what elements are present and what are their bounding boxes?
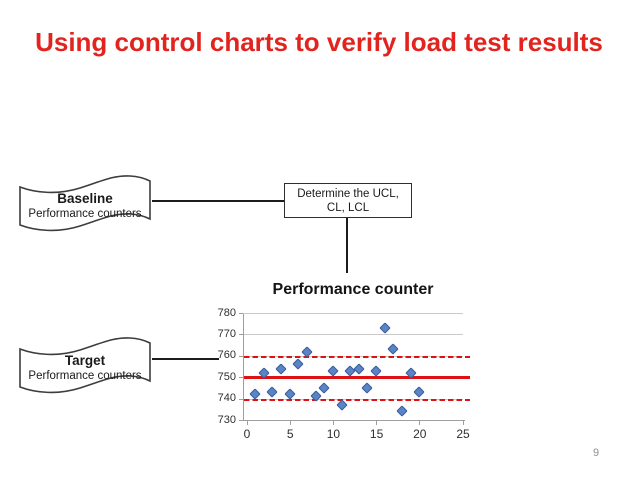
data-point xyxy=(396,405,408,418)
y-tick-label: 760 xyxy=(217,349,236,362)
control-limit-line-ucl xyxy=(244,356,470,359)
page-number: 9 xyxy=(592,447,600,459)
gridline xyxy=(243,355,463,357)
connector-baseline-to-process xyxy=(152,200,284,202)
x-tick xyxy=(462,420,464,425)
data-point xyxy=(370,365,382,377)
x-tick-label: 20 xyxy=(413,426,427,441)
target-shape: Target Performance counters xyxy=(18,333,152,396)
y-tick-label: 740 xyxy=(217,392,236,405)
data-point xyxy=(379,322,391,334)
x-tick-label: 5 xyxy=(286,426,294,441)
data-point xyxy=(327,365,339,377)
gridline xyxy=(243,313,463,314)
connector-process-to-chart xyxy=(346,218,348,273)
baseline-shape: Baseline Performance counters xyxy=(18,171,152,234)
y-axis xyxy=(243,313,244,421)
data-point xyxy=(335,399,348,411)
baseline-title: Baseline xyxy=(57,190,113,206)
y-tick xyxy=(239,398,243,400)
data-point xyxy=(318,382,330,394)
y-tick-label: 750 xyxy=(217,370,236,383)
target-subtitle: Performance counters xyxy=(28,369,142,382)
process-box: Determine the UCL, CL, LCL xyxy=(284,183,412,218)
x-tick xyxy=(376,420,378,425)
y-tick xyxy=(239,334,243,336)
data-point xyxy=(275,362,287,375)
y-tick xyxy=(239,377,243,379)
x-tick-label: 25 xyxy=(456,426,470,441)
data-point xyxy=(292,358,304,371)
data-point xyxy=(413,386,425,398)
data-point xyxy=(353,362,365,375)
data-point xyxy=(361,382,374,394)
x-tick-label: 0 xyxy=(243,426,251,441)
process-box-label: Determine the UCL, CL, LCL xyxy=(297,187,399,214)
slide-title: Using control charts to verify load test… xyxy=(35,27,603,57)
y-tick-label: 730 xyxy=(217,413,236,426)
x-tick xyxy=(332,420,334,425)
y-tick xyxy=(239,355,243,357)
x-axis xyxy=(243,420,465,421)
connector-target-to-chart xyxy=(152,358,219,360)
chart-title: Performance counter xyxy=(272,281,434,298)
x-tick-label: 15 xyxy=(369,426,384,441)
target-title: Target xyxy=(64,352,106,368)
x-tick xyxy=(419,420,421,425)
x-tick xyxy=(289,420,291,425)
baseline-shape-text: Baseline Performance counters xyxy=(18,171,152,234)
data-point xyxy=(387,343,400,356)
gridline xyxy=(243,334,463,336)
y-tick-label: 770 xyxy=(217,327,236,340)
target-shape-text: Target Performance counters xyxy=(18,333,152,396)
baseline-subtitle: Performance counters xyxy=(28,207,142,220)
x-tick xyxy=(246,420,248,425)
x-tick-label: 10 xyxy=(326,426,341,441)
y-tick-label: 780 xyxy=(217,306,236,319)
y-tick xyxy=(239,313,243,314)
data-point xyxy=(266,386,279,398)
wave-shape-outline xyxy=(19,175,151,232)
center-line-cl xyxy=(244,376,470,380)
wave-shape-outline xyxy=(19,337,151,394)
control-limit-line-lcl xyxy=(244,398,470,401)
y-tick xyxy=(239,420,243,421)
